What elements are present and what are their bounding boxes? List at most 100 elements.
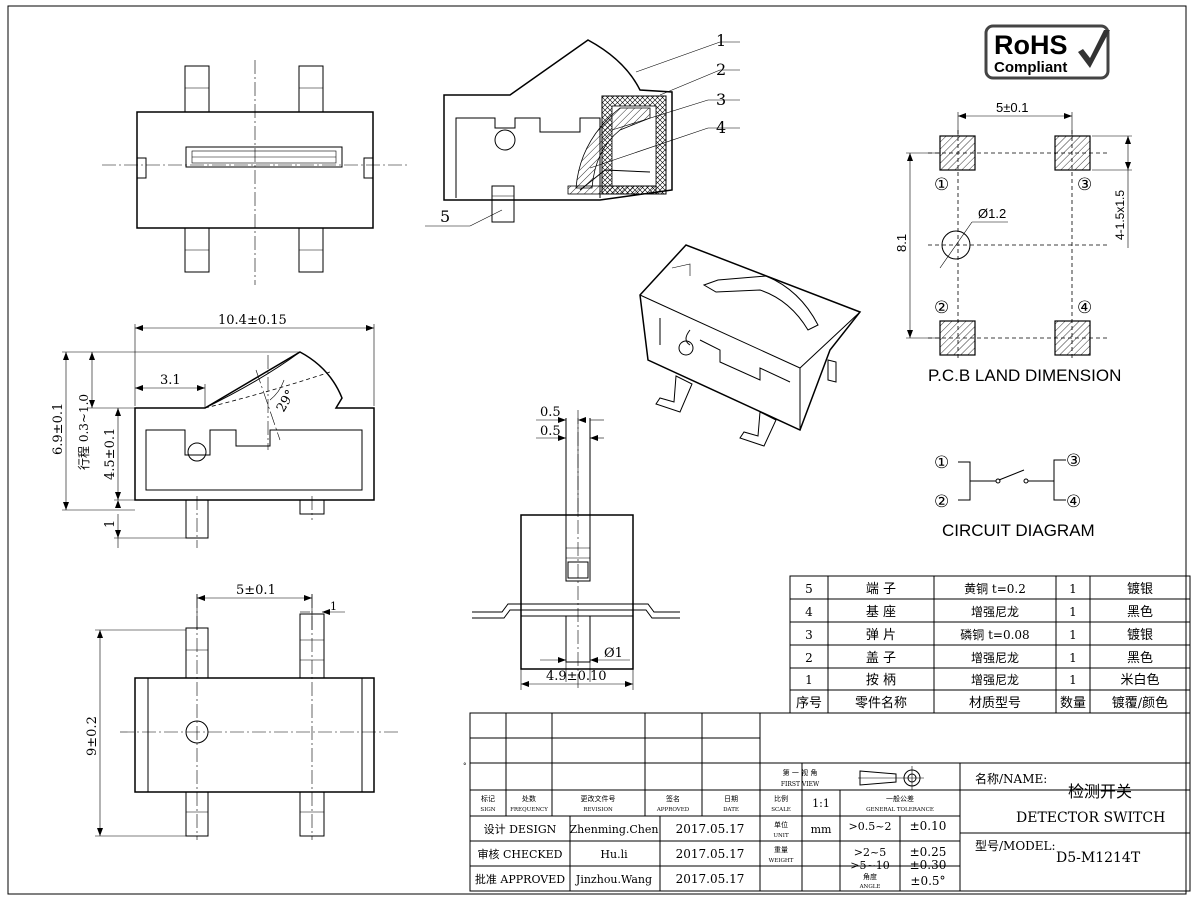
svg-text:>5~10: >5~10 [850,859,889,872]
dim-pin: 1 [330,600,337,613]
svg-text:>0.5~2: >0.5~2 [849,820,892,833]
bom-header-row: 序号 零件名称 材质型号 数量 镀覆/颜色 [796,695,1168,711]
svg-text:重量: 重量 [774,846,788,854]
circuit-diagram: ① ② ③ ④ CIRCUIT DIAGRAM [934,451,1095,540]
pcb-land-view: 5±0.1 Ø1.2 4-1.5x1.5 8.1 ① ② ③ ④ P.C.B L… [894,100,1132,385]
signoff-row: 批准 APPROVED Jinzhou.Wang 2017.05.17 [475,872,744,886]
svg-text:Zhenming.Chen: Zhenming.Chen [570,823,659,836]
bom-row: 4 基 座 增强尼龙 1 黑色 [805,604,1153,620]
svg-text:基 座: 基 座 [866,605,896,620]
svg-text:一般公差: 一般公差 [886,794,914,803]
scale-value: 1:1 [812,797,830,810]
sheet-border [7,5,1187,895]
pcb-title: P.C.B LAND DIMENSION [928,366,1121,385]
svg-text:镀覆/颜色: 镀覆/颜色 [1112,695,1168,711]
top-view [102,60,408,285]
svg-text:标记: 标记 [481,794,495,803]
compliant-text: Compliant [994,59,1067,76]
svg-text:材质型号: 材质型号 [969,696,1021,711]
svg-text:签名: 签名 [666,794,680,803]
svg-text:UNIT: UNIT [773,833,789,839]
isometric-view [639,244,862,447]
svg-text:>2~5: >2~5 [854,846,886,859]
svg-text:±0.5°: ±0.5° [910,874,945,888]
projection-symbol-icon [858,766,924,790]
svg-text:批准 APPROVED: 批准 APPROVED [475,872,565,886]
svg-text:WEIGHT: WEIGHT [769,858,794,864]
svg-text:日期: 日期 [724,795,738,803]
bottom-view: 5±0.1 1 9±0.2 [85,583,400,840]
pcb-hole [941,230,971,260]
part-name-en: DETECTOR SWITCH [1016,810,1165,826]
first-view-cn: 第 一 视 角 [783,768,818,777]
svg-text:零件名称: 零件名称 [855,695,907,711]
rohs-text: RoHS [994,30,1068,60]
callout-4: 4 [716,118,726,137]
dim-pitch: 5±0.1 [236,583,276,598]
first-view-en: FIRST VIEW [781,781,820,788]
dim-height-total: 6.9±0.1 [51,403,66,455]
svg-text:处数: 处数 [522,794,536,803]
pcb-span: 8.1 [894,234,909,252]
pcb-pads: 4-1.5x1.5 [1113,190,1127,240]
bom-row: 5 端 子 黄铜 t=0.2 1 镀银 [805,581,1153,597]
dim-hole: Ø1 [604,646,623,661]
svg-text:黄铜 t=0.2: 黄铜 t=0.2 [964,581,1026,596]
pcb-pin-2: ② [934,298,949,318]
bom-row: 3 弹 片 磷铜 t=0.08 1 镀银 [805,627,1153,643]
svg-text:米白色: 米白色 [1120,672,1159,688]
svg-text:更改文件号: 更改文件号 [581,794,616,803]
dim-travel: 行程 0.3~1.0 [76,394,91,470]
dim-bottom-height: 9±0.2 [85,716,100,756]
svg-text:FREQUENCY: FREQUENCY [510,807,548,813]
unit-value: mm [811,823,832,836]
dim-length: 10.4±0.15 [218,313,287,328]
svg-text:1: 1 [805,673,813,687]
callout-1: 1 [716,31,726,50]
rohs-badge: RoHS Compliant [984,24,1110,80]
circuit-pin-2: ② [934,492,949,512]
circuit-title: CIRCUIT DIAGRAM [942,521,1095,540]
model-label: 型号/MODEL: [975,839,1056,853]
svg-text:镀银: 镀银 [1127,627,1153,643]
bom-row: 1 按 柄 增强尼龙 1 米白色 [805,672,1159,688]
svg-text:弹 片: 弹 片 [866,628,896,643]
side-view: 10.4±0.15 3.1 29° 6.9±0.1 行程 0.3~1.0 [51,313,375,548]
dim-end-width: 4.9±0.10 [546,669,607,684]
svg-text:按 柄: 按 柄 [866,673,896,688]
svg-text:REVISION: REVISION [583,807,613,813]
svg-text:Jinzhou.Wang: Jinzhou.Wang [575,873,652,886]
signoff-row: 设计 DESIGN Zhenming.Chen 2017.05.17 [484,822,745,836]
svg-text:GENERAL TOLERANCE: GENERAL TOLERANCE [866,807,934,813]
svg-text:镀银: 镀银 [1127,581,1153,597]
dim-offset: 3.1 [160,373,181,388]
svg-text:2017.05.17: 2017.05.17 [676,822,745,836]
svg-text:5: 5 [805,582,813,596]
svg-text:黑色: 黑色 [1127,604,1153,620]
svg-text:审核 CHECKED: 审核 CHECKED [477,847,562,861]
title-block: ° 标记 SIGN 处数 FREQUENCY 更改文件号 REVISION 签名… [463,712,1191,892]
svg-text:数量: 数量 [1060,696,1086,711]
model-value: D5-M1214T [1056,850,1141,866]
check-icon [1078,30,1110,68]
svg-text:±0.30: ±0.30 [910,858,947,872]
section-view: 1 2 3 4 5 [425,31,740,227]
svg-text:1: 1 [1069,628,1077,642]
pcb-pin-1: ① [934,175,949,195]
bom-row: 2 盖 子 增强尼龙 1 黑色 [805,650,1153,666]
svg-text:°: ° [463,762,467,770]
callout-2: 2 [716,60,726,79]
svg-text:±0.10: ±0.10 [910,819,947,833]
name-label: 名称/NAME: [975,771,1047,786]
svg-text:2017.05.17: 2017.05.17 [676,872,745,886]
pcb-pitch: 5±0.1 [996,100,1028,115]
svg-text:3: 3 [805,628,813,642]
svg-text:增强尼龙: 增强尼龙 [971,651,1019,665]
callout-5: 5 [440,207,450,226]
dim-base: 1 [103,520,118,528]
circuit-pin-3: ③ [1066,451,1081,471]
svg-text:1: 1 [1069,673,1077,687]
bom-table: 5 端 子 黄铜 t=0.2 1 镀银 4 基 座 增强尼龙 1 黑色 3 弹 … [789,575,1191,714]
svg-text:比例: 比例 [774,794,788,803]
